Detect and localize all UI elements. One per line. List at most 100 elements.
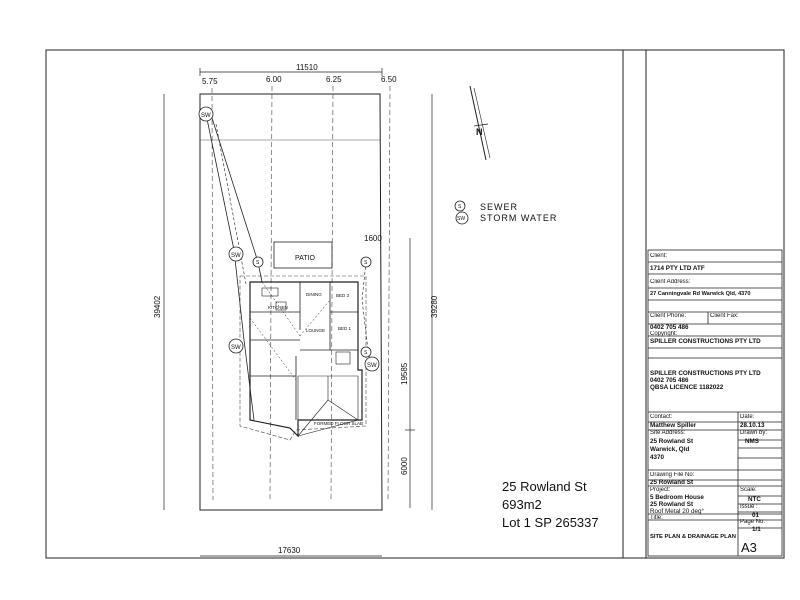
level-label-2: 6.00 — [266, 75, 282, 84]
dim-house-depth: 19585 — [400, 362, 409, 385]
contact-label: Contact: — [650, 414, 673, 420]
level-line-3 — [330, 85, 334, 501]
room-label-kitchen: KITCHEN — [268, 305, 288, 310]
sw-pit-3: SW — [228, 338, 244, 354]
sewer-pit-1: S — [252, 256, 264, 268]
stormwater-pipe-1 — [205, 113, 255, 421]
sw-pit-2-label: SW — [231, 253, 241, 259]
stormwater-pipe-3 — [215, 123, 247, 285]
issue-value: 01 — [752, 512, 760, 519]
legend-stormwater-symbol — [455, 211, 469, 225]
legend-stormwater-symbol-text: SW — [457, 216, 465, 222]
date-value: 28.10.13 — [740, 422, 765, 429]
sw-pit-3-label: SW — [231, 345, 241, 351]
sheet-size-label: A3 — [741, 540, 757, 555]
level-line-2 — [269, 85, 273, 501]
house-outline — [249, 281, 363, 438]
site-address-line-2: Warwick, Qld — [650, 446, 690, 453]
page-no-label: Page No: — [740, 519, 766, 525]
room-label-dining: DINING — [306, 292, 322, 297]
sewer-pit-2-label: S — [364, 260, 368, 266]
site-address-block: 25 Rowland St 693m2 Lot 1 SP 265337 — [502, 478, 599, 532]
copyright-label: Copyright: — [650, 331, 678, 337]
company-line-2: 0402 705 486 — [650, 377, 689, 384]
laundry-fixture — [335, 351, 351, 365]
north-label: N — [476, 127, 483, 137]
address-area: 693m2 — [502, 497, 542, 512]
dim-top-width: 11510 — [296, 63, 318, 72]
client-label: Client: — [650, 253, 668, 259]
room-label-slab: FORMED FLOOR SLAB — [314, 421, 363, 426]
sw-pit-4: SW — [364, 356, 380, 372]
legend-sewer-symbol — [454, 200, 466, 212]
site-address-label: Site Address: — [650, 430, 686, 436]
level-label-3: 6.25 — [326, 75, 342, 84]
client-phone-label: Client Phone: — [650, 313, 687, 319]
legend-sewer-symbol-text: S — [458, 204, 462, 210]
contact-value: Matthew Spiller — [650, 422, 697, 429]
patio-label: PATIO — [295, 255, 316, 262]
kitchen-bench — [261, 287, 279, 297]
page-no-value: 1/1 — [752, 526, 761, 533]
room-label-bed3: BED 3 — [336, 293, 350, 298]
dim-right-depth: 39280 — [430, 295, 439, 318]
address-street: 25 Rowland St — [502, 479, 587, 494]
level-line-1 — [211, 87, 214, 501]
address-lot: Lot 1 SP 265337 — [502, 515, 599, 530]
garage-hip-2 — [327, 399, 359, 421]
legend-sewer-label: SEWER — [480, 202, 518, 212]
drawn-by-label: Drawn by: — [740, 430, 768, 436]
level-label-1: 5.75 — [202, 77, 218, 86]
date-label: Date: — [740, 414, 755, 420]
bath-fixture — [275, 301, 287, 311]
house-setout-dashed — [239, 275, 367, 441]
north-arrow-icon: N — [469, 85, 491, 161]
dim-bottom-width: 17630 — [278, 546, 301, 555]
project-line-2: 25 Rowland St — [650, 501, 694, 508]
drawing-file-label: Drawing File No: — [650, 472, 695, 478]
room-label-bed1: BED 1 — [338, 326, 352, 331]
room-label-lounge: LOUNGE — [306, 328, 325, 333]
issue-label: Issue : — [740, 504, 758, 510]
drawn-by-value: NMS — [745, 438, 759, 445]
project-line-3: Roof Metal 20 deg° — [650, 508, 704, 515]
internal-drain-1 — [261, 281, 301, 337]
client-value: 1714 PTY LTD ATF — [650, 265, 705, 272]
sw-pit-4-label: SW — [367, 363, 377, 369]
dim-front-setback: 6000 — [400, 457, 409, 475]
project-label: Project: — [650, 487, 671, 493]
client-address-label: Client Address: — [650, 279, 691, 285]
patio — [273, 241, 333, 269]
scale-value: NTC — [748, 496, 761, 503]
property-boundary — [199, 93, 383, 511]
title-block-grid — [647, 249, 783, 557]
garage-hip-1 — [297, 399, 329, 437]
title-label: Title: — [650, 515, 663, 521]
sewer-pit-1-label: S — [256, 260, 260, 266]
internal-drain-3 — [249, 317, 297, 381]
scale-label: Scale: — [740, 487, 757, 493]
client-phone-value: 0402 705 486 — [650, 324, 689, 331]
client-fax-label: Client Fax: — [710, 313, 739, 319]
dim-left-depth: 39402 — [153, 295, 162, 318]
client-address-value: 27 Canningvale Rd Warwick Qld, 4370 — [650, 291, 751, 297]
drawing-file-value: 25 Rowland St — [650, 479, 694, 486]
site-address-line-1: 25 Rowland St — [650, 438, 694, 445]
sewer-pit-2: S — [360, 256, 372, 268]
level-line-4 — [387, 85, 391, 501]
dim-side-setback: 1600 — [364, 234, 382, 243]
level-label-4: 6.50 — [381, 75, 397, 84]
legend: S SEWER SW STORM WATER — [454, 200, 557, 225]
sw-pit-1: SW — [198, 106, 214, 122]
sw-pit-2: SW — [228, 246, 244, 262]
project-line-1: 5 Bedroom House — [650, 494, 704, 501]
sewer-pit-3-label: S — [364, 350, 368, 356]
drawing-title-value: SITE PLAN & DRAINAGE PLAN — [650, 534, 736, 540]
copyright-value: SPILLER CONSTRUCTIONS PTY LTD — [650, 338, 761, 345]
site-address-line-3: 4370 — [650, 454, 665, 461]
company-line-1: SPILLER CONSTRUCTIONS PTY LTD — [650, 370, 761, 377]
sw-pit-1-label: SW — [201, 113, 211, 119]
sheet-border — [45, 49, 785, 559]
legend-stormwater-label: STORM WATER — [480, 213, 557, 223]
